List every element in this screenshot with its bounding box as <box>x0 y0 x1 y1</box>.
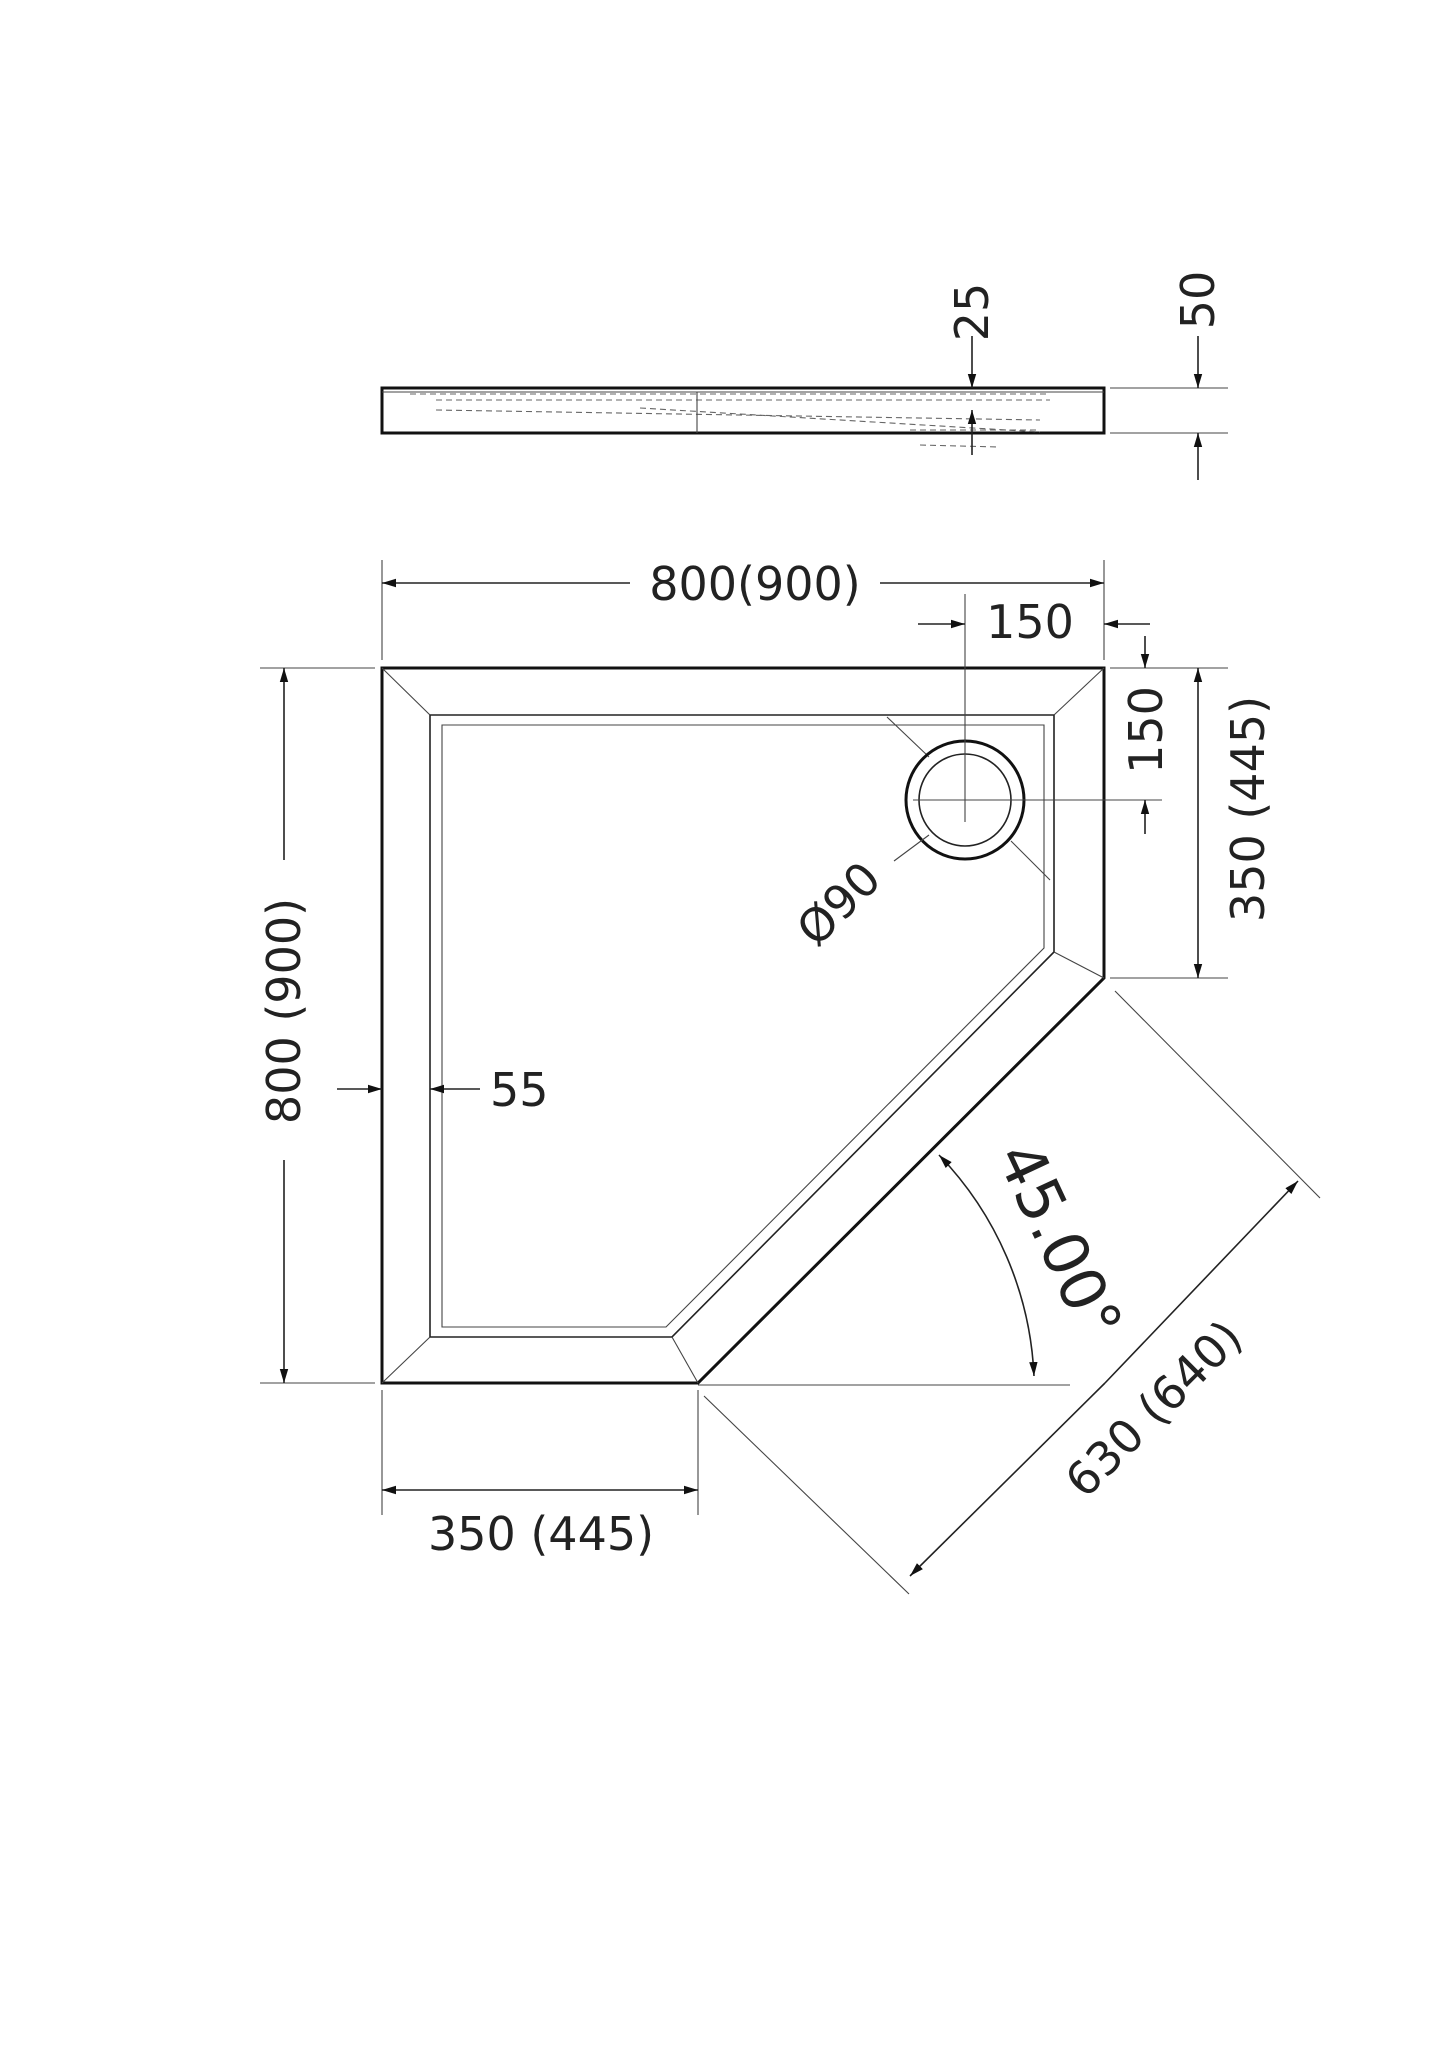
height-label: 50 <box>1171 271 1225 330</box>
tray-outline <box>380 666 1106 1385</box>
bevel-lines <box>381 667 1105 1384</box>
side-view: 25 50 <box>380 271 1228 480</box>
width-label: 800(900) <box>649 557 861 611</box>
angle-label: 45.00° <box>982 1131 1136 1351</box>
drain-offset-y-label: 150 <box>1119 686 1173 774</box>
left-side-label: 800 (900) <box>257 898 311 1124</box>
drain-diameter-label: Ø90 <box>786 851 891 956</box>
top-view: 800(900) 150 150 350 (445) 800 (900) 55 … <box>257 557 1321 1595</box>
rim-label: 55 <box>490 1063 549 1117</box>
tray-inner-basin <box>429 714 1055 1338</box>
right-side-label: 350 (445) <box>1221 696 1275 922</box>
depth-label: 25 <box>945 283 999 342</box>
drain-offset-x-label: 150 <box>986 595 1074 649</box>
bottom-side-label: 350 (445) <box>428 1507 654 1561</box>
